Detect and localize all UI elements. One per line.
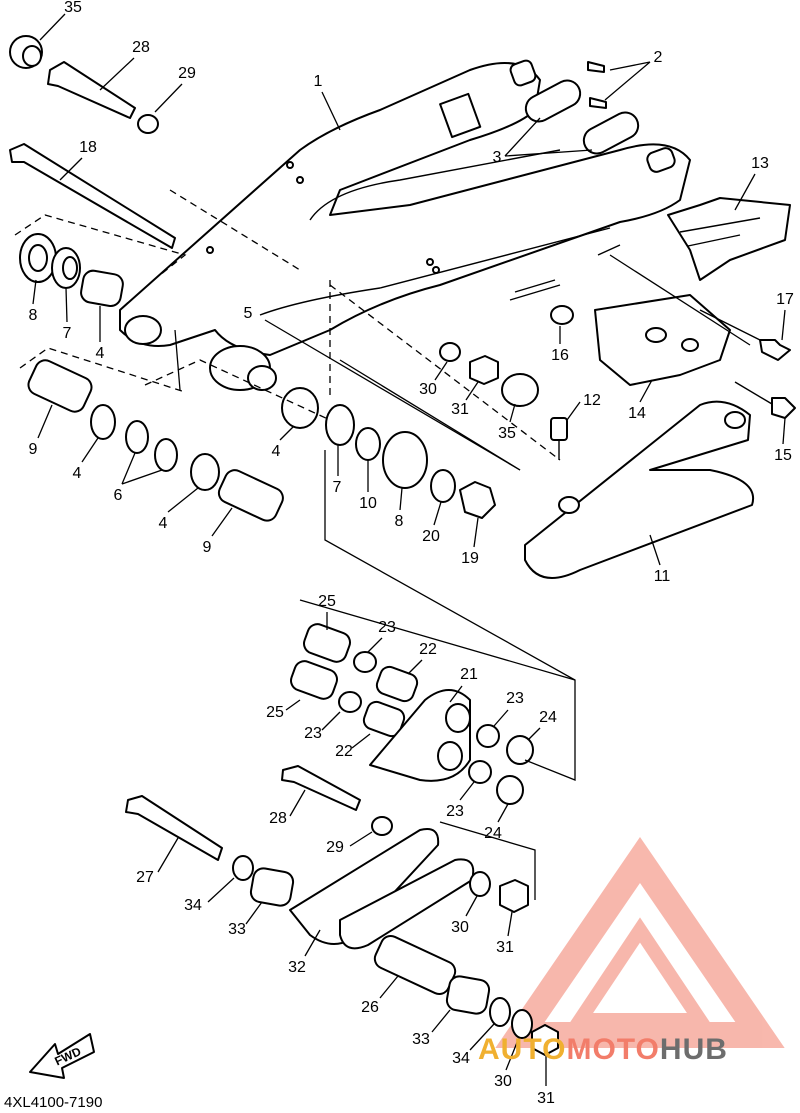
callout-35b: 35: [498, 425, 516, 442]
callout-8b: 8: [395, 513, 404, 530]
connecting-rod: [524, 400, 755, 579]
callout-31b: 31: [496, 939, 514, 956]
callout-15: 15: [774, 447, 792, 464]
callout-32: 32: [288, 959, 306, 976]
callout-6: 6: [114, 487, 123, 504]
callout-numbers: 35 28 29 1 2 3 18 13 8 7 4 5 17 16 12 30…: [29, 0, 794, 1107]
callout-24: 24: [539, 709, 557, 726]
callout-33b: 33: [412, 1031, 430, 1048]
callout-13: 13: [751, 155, 769, 172]
callout-23c: 23: [506, 690, 524, 707]
callout-23b: 23: [304, 725, 322, 742]
callout-24b: 24: [484, 825, 502, 842]
callout-9: 9: [29, 441, 38, 458]
callout-1: 1: [314, 73, 323, 90]
callout-8: 8: [29, 307, 38, 324]
callout-27: 27: [136, 869, 154, 886]
callout-28: 28: [132, 39, 150, 56]
small-hardware-upper: [550, 305, 796, 460]
callout-34: 34: [184, 897, 202, 914]
group-outlines: [14, 189, 751, 900]
callout-18: 18: [79, 139, 97, 156]
callout-4c: 4: [159, 515, 168, 532]
callout-30: 30: [419, 381, 437, 398]
callout-26: 26: [361, 999, 379, 1016]
callout-14: 14: [628, 405, 646, 422]
callout-29b: 29: [326, 839, 344, 856]
callout-4: 4: [96, 345, 105, 362]
relay-arm-assembly: [290, 623, 534, 805]
callout-9b: 9: [203, 539, 212, 556]
pivot-bearings: [19, 233, 539, 522]
callout-20: 20: [422, 528, 440, 545]
callout-34b: 34: [452, 1050, 470, 1067]
callout-31: 31: [451, 401, 469, 418]
callout-23: 23: [378, 619, 396, 636]
callout-33: 33: [228, 921, 246, 938]
callout-23d: 23: [446, 803, 464, 820]
callout-16: 16: [551, 347, 569, 364]
callout-29: 29: [178, 65, 196, 82]
lower-linkage: [125, 765, 559, 1056]
adjuster-plates: [524, 61, 640, 155]
callout-10: 10: [359, 495, 377, 512]
callout-31c: 31: [537, 1090, 555, 1107]
callout-30b: 30: [451, 919, 469, 936]
callout-2: 2: [654, 49, 663, 66]
callout-22b: 22: [335, 743, 353, 760]
callout-12: 12: [583, 392, 601, 409]
forward-arrow-icon: FWD: [29, 1033, 95, 1079]
callout-7b: 7: [333, 479, 342, 496]
callout-11: 11: [654, 568, 671, 585]
callout-3: 3: [493, 149, 502, 166]
callout-21: 21: [460, 666, 478, 683]
callout-19: 19: [461, 550, 479, 567]
callout-7: 7: [63, 325, 72, 342]
chain-support: [594, 197, 791, 386]
watermark-logo: [495, 837, 785, 1048]
callout-25b: 25: [266, 704, 284, 721]
watermark-text: AUTOMOTOHUB: [478, 1033, 728, 1066]
callout-25: 25: [318, 593, 336, 610]
pivot-shaft: [9, 35, 176, 249]
callout-35: 35: [64, 0, 82, 16]
diagram-code: 4XL4100-7190: [4, 1094, 103, 1111]
callout-30c: 30: [494, 1073, 512, 1090]
callout-17: 17: [776, 291, 794, 308]
callout-28b: 28: [269, 810, 287, 827]
callout-5: 5: [244, 305, 253, 322]
callout-22: 22: [419, 641, 437, 658]
callout-4d: 4: [272, 443, 281, 460]
swingarm: [119, 59, 691, 391]
callout-4b: 4: [73, 465, 82, 482]
